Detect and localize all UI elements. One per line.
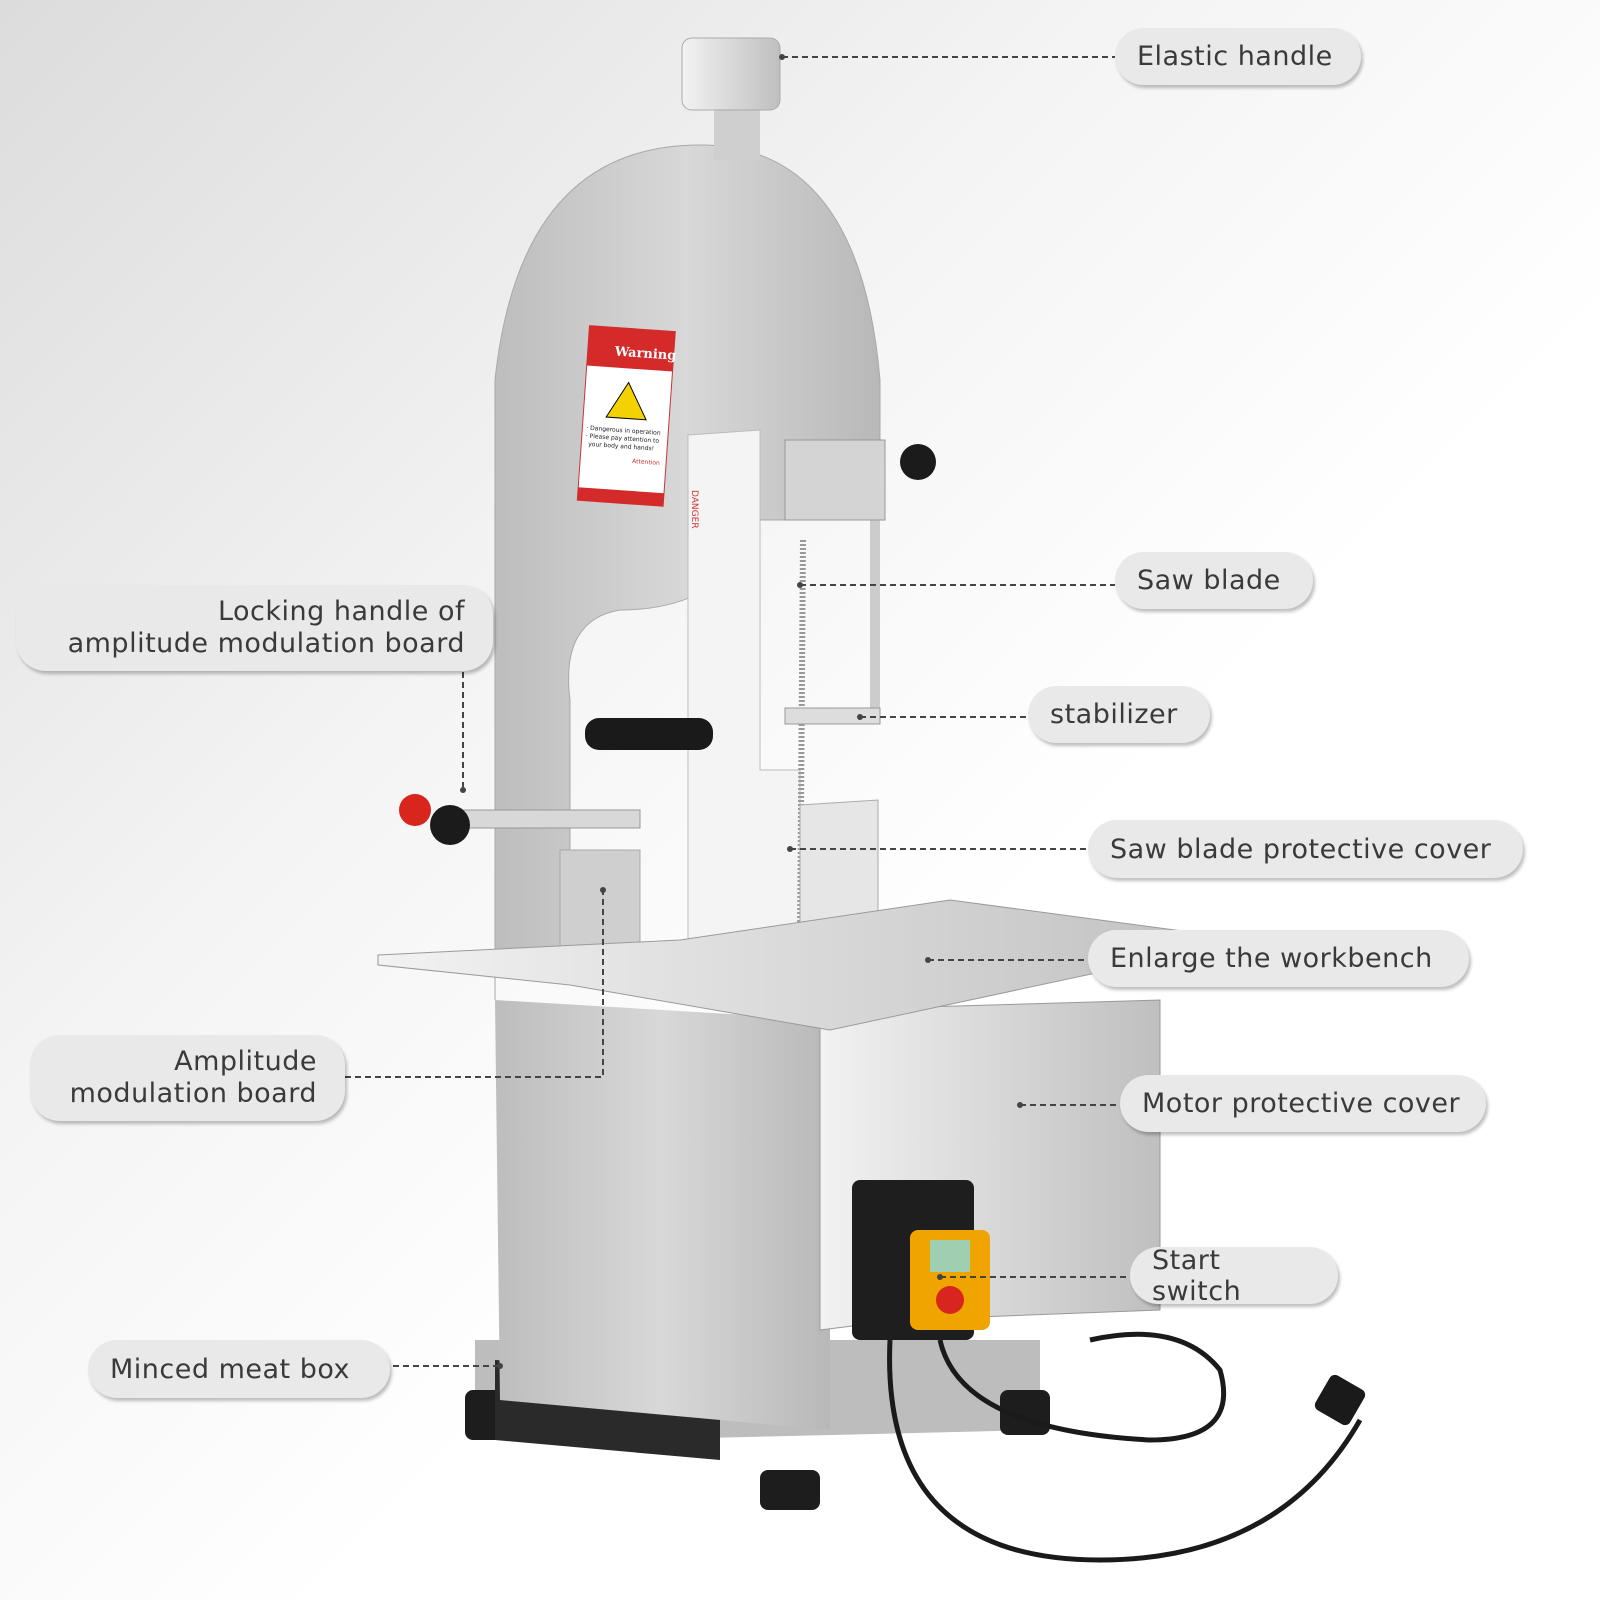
label-enlarge-workbench: Enlarge the workbench [1088, 930, 1469, 987]
workbench-art [377, 899, 1251, 1031]
label-text: Minced meat box [110, 1353, 351, 1385]
sticker-line: Attention [632, 458, 660, 467]
label-text: Motor protective cover [1142, 1088, 1461, 1119]
lower-body [495, 1000, 830, 1430]
label-text: Amplitude [174, 1046, 317, 1077]
stabilizer-rod [870, 520, 880, 710]
label-motor-protective-cover: Motor protective cover [1120, 1075, 1486, 1132]
sticker-line: your body and hands! [588, 441, 654, 453]
power-cord [887, 1331, 1363, 1563]
label-text: Saw blade protective cover [1110, 833, 1492, 865]
danger-sticker: DANGER [689, 490, 699, 529]
sticker-title: Warning [613, 344, 677, 363]
label-text: Saw blade [1137, 565, 1281, 596]
label-start-switch: Start switch [1130, 1244, 1338, 1307]
leader-lines [345, 56, 1130, 1367]
start-switch-art [852, 1180, 990, 1340]
label-saw-blade-protective-cover: Saw blade protective cover [1088, 820, 1523, 878]
plug [1314, 1374, 1366, 1426]
tension-knob [900, 444, 936, 480]
label-text: Enlarge the workbench [1110, 943, 1433, 974]
warning-sticker: Warning · Dangerous in operation · Pleas… [576, 325, 677, 507]
label-text: amplitude modulation board [67, 628, 465, 659]
label-text: modulation board [69, 1078, 317, 1109]
label-text: stabilizer [1050, 699, 1178, 730]
elastic-handle-art [681, 37, 781, 160]
label-text: Elastic handle [1137, 41, 1333, 72]
label-stabilizer: stabilizer [1028, 686, 1210, 743]
amplitude-modulation-board-art [559, 849, 641, 956]
locking-handle-art [585, 718, 713, 750]
label-elastic-handle: Elastic handle [1115, 28, 1361, 85]
label-saw-blade: Saw blade [1115, 552, 1313, 609]
label-text: Start switch [1152, 1244, 1242, 1307]
label-text: Locking handle of [217, 596, 465, 627]
label-minced-meat-box: Minced meat box [88, 1340, 390, 1398]
